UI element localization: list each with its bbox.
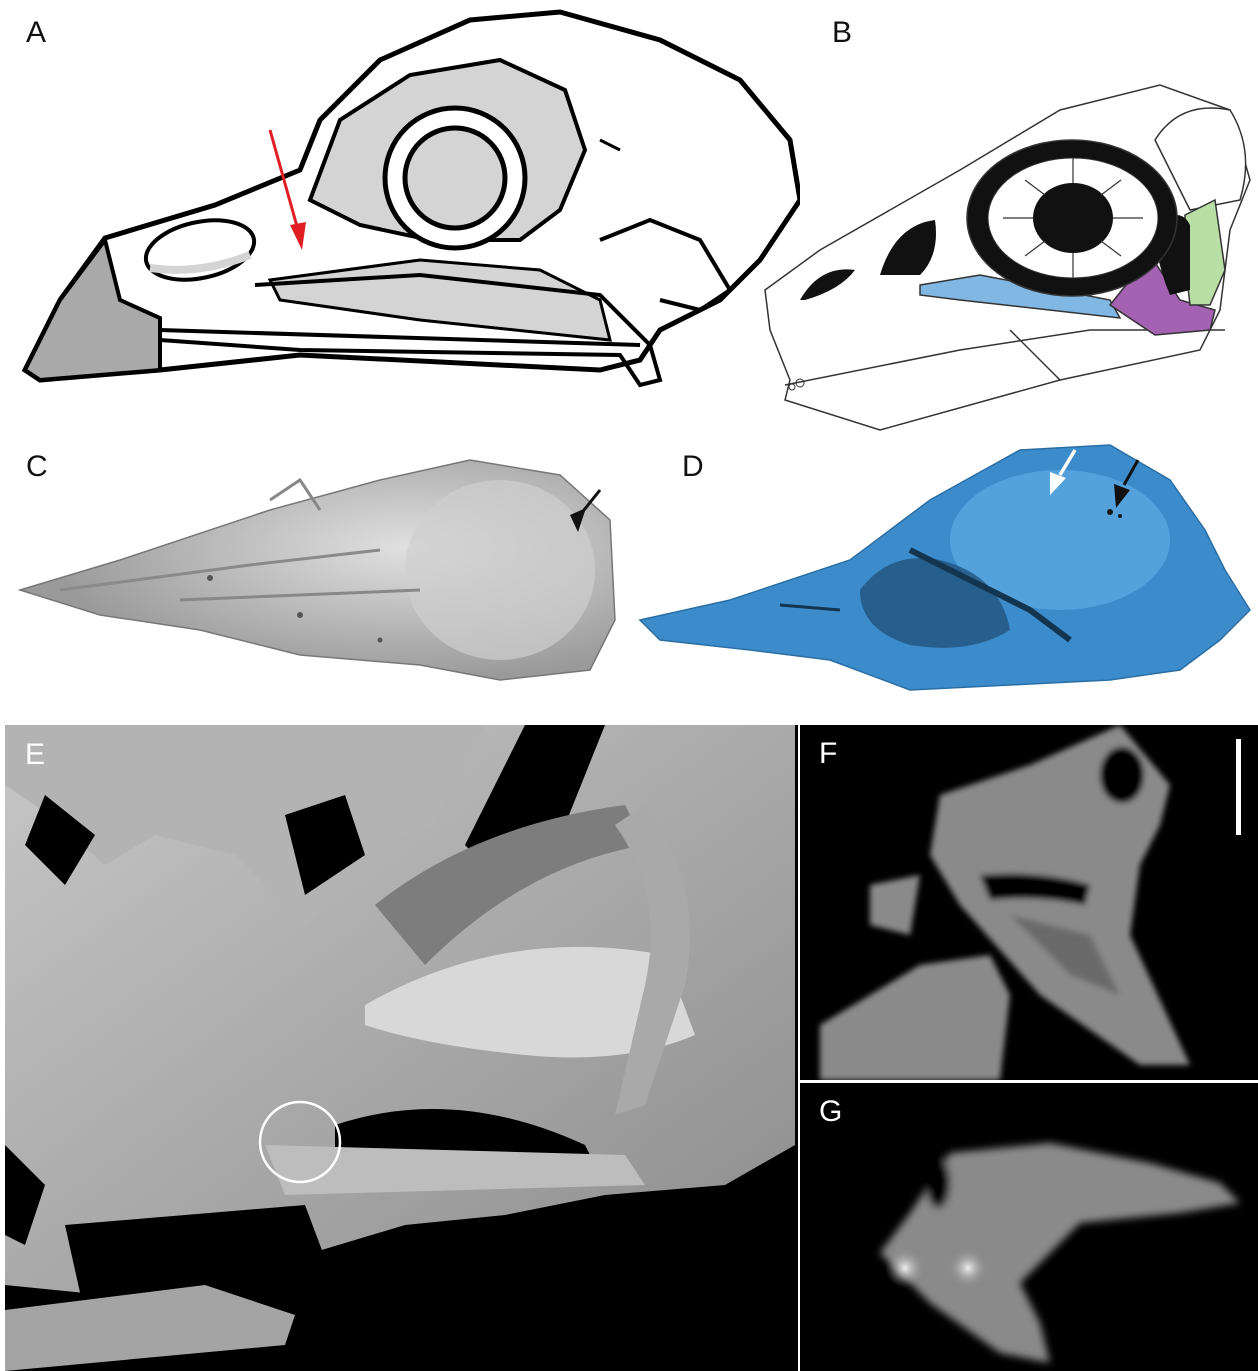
panel-f: F bbox=[800, 725, 1258, 1080]
panel-e: E bbox=[5, 725, 798, 1371]
eye-b bbox=[1033, 183, 1113, 253]
panel-b: B bbox=[760, 0, 1258, 440]
panel-a: A bbox=[0, 0, 800, 420]
closeup-render-e bbox=[5, 725, 798, 1371]
panel-label-g: G bbox=[819, 1097, 842, 1127]
skull-drawing-b bbox=[760, 0, 1258, 440]
panel-label-d: D bbox=[682, 452, 704, 482]
skull-render-d bbox=[630, 440, 1258, 700]
ct-slice-g bbox=[800, 1083, 1258, 1371]
panel-d: D bbox=[630, 440, 1258, 700]
panel-g: G bbox=[800, 1083, 1258, 1371]
panel-c: C bbox=[0, 440, 630, 700]
eye-ball bbox=[405, 128, 505, 228]
panel-label-e: E bbox=[25, 740, 45, 770]
panel-label-b: B bbox=[832, 18, 852, 48]
scale-bar bbox=[1236, 739, 1241, 835]
ct-slice-f bbox=[800, 725, 1258, 1080]
panel-label-c: C bbox=[26, 452, 48, 482]
skull-drawing-a bbox=[0, 0, 800, 420]
panel-label-a: A bbox=[26, 18, 46, 48]
skull-render-c bbox=[0, 440, 630, 700]
panel-label-f: F bbox=[819, 739, 837, 769]
